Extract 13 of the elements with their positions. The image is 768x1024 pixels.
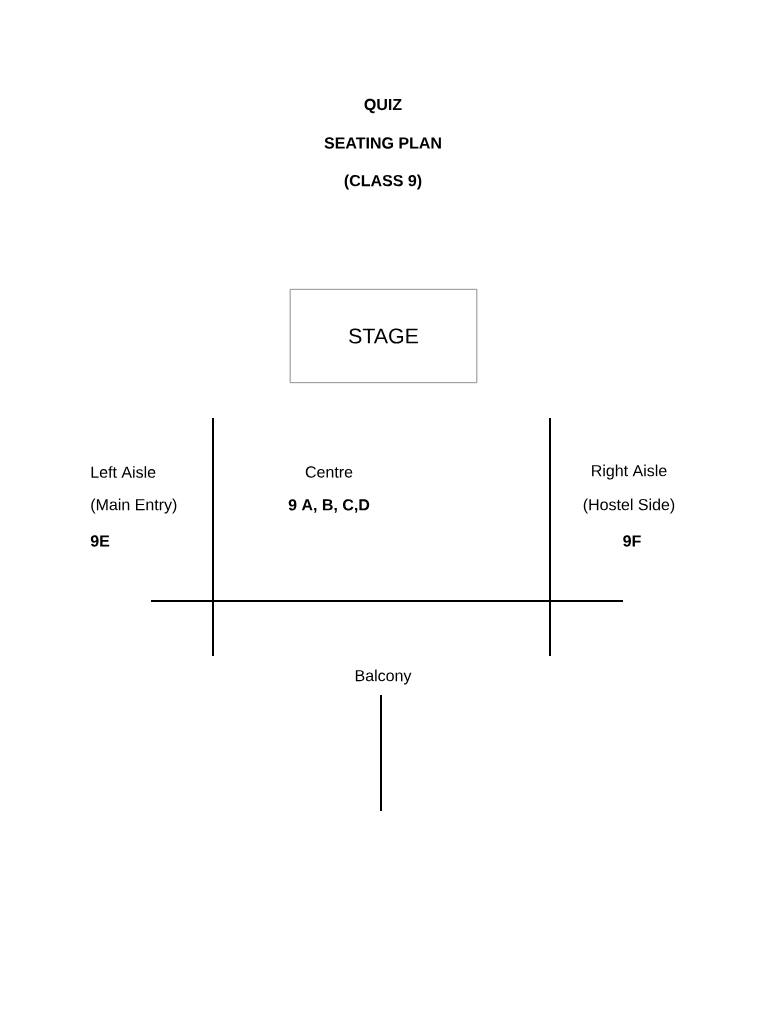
label: Left Aisle [91,466,156,478]
label: 9E [90,535,110,547]
stage-box: STAGE [289,288,478,384]
label: Balcony [355,669,412,685]
label: Right Aisle [592,464,667,480]
label: SEATING PLAN [324,137,441,149]
label: Centre [305,466,353,478]
label: 9F [623,535,641,547]
label: (Main Entry) [91,498,177,514]
label: (Hostel Side) [583,498,675,514]
title: QUIZ [364,98,402,114]
label: (CLASS 9) [344,174,422,190]
label: 9 A, B, C,D [288,499,370,513]
